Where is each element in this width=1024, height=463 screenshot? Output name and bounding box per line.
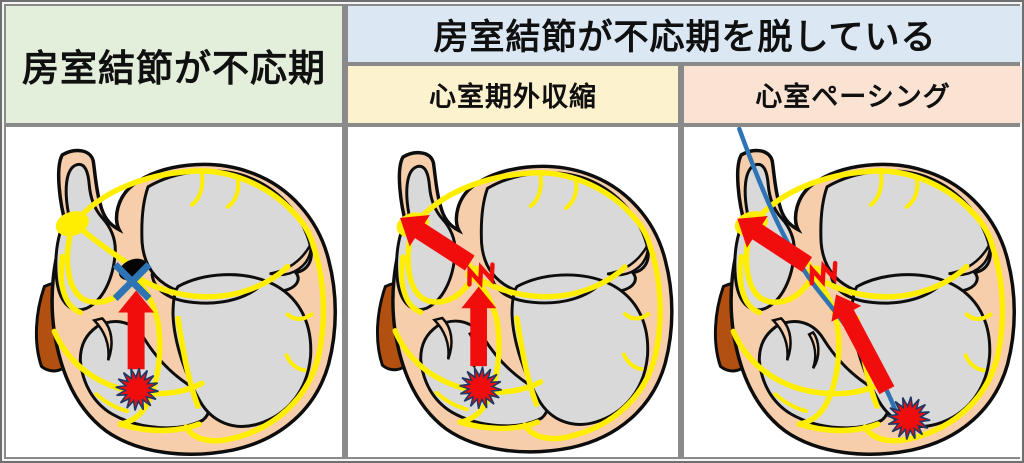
panel-pacing (684, 127, 1022, 457)
heart-diagram-pacing (684, 127, 1022, 457)
av-node-blocked-cross (112, 262, 152, 301)
overlay-pvc (400, 215, 502, 410)
subheader-pvc-label: 心室期外収縮 (429, 82, 597, 112)
slow-av-conduction-zigzag (809, 260, 838, 288)
heart-diagram-av-refractory (6, 127, 342, 457)
retrograde-impulse-arrow (831, 294, 895, 395)
heart-diagram-pvc (348, 127, 678, 457)
subheader-pvc: 心室期外収縮 (348, 66, 678, 123)
slow-av-conduction-zigzag (467, 262, 495, 289)
retrograde-impulse-arrow (118, 290, 155, 370)
panel-av-refractory (6, 127, 342, 457)
atrial-retrograde-arrow (737, 216, 813, 273)
table-grid: 房室結節が不応期 房室結節が不応期を脱している 心室期外収縮 心室ペーシング (4, 4, 1022, 459)
header-av-refractory: 房室結節が不応期 (6, 6, 342, 123)
overlay-pacing (737, 127, 931, 440)
subheader-pacing: 心室ペーシング (684, 66, 1022, 123)
header-av-refractory-label: 房室結節が不応期 (22, 47, 326, 89)
retrograde-impulse-arrow (461, 286, 497, 367)
atrial-retrograde-arrow (400, 215, 475, 271)
subheader-pacing-label: 心室ペーシング (755, 82, 951, 112)
header-av-recovered-label: 房室結節が不応期を脱している (433, 17, 937, 57)
pacing-site-starburst (887, 396, 931, 440)
ectopic-focus-starburst (459, 366, 502, 410)
panel-pvc (348, 127, 678, 457)
header-av-recovered: 房室結節が不応期を脱している (348, 6, 1022, 62)
ectopic-focus-starburst (115, 367, 159, 411)
overlay-av-refractory (112, 258, 159, 411)
